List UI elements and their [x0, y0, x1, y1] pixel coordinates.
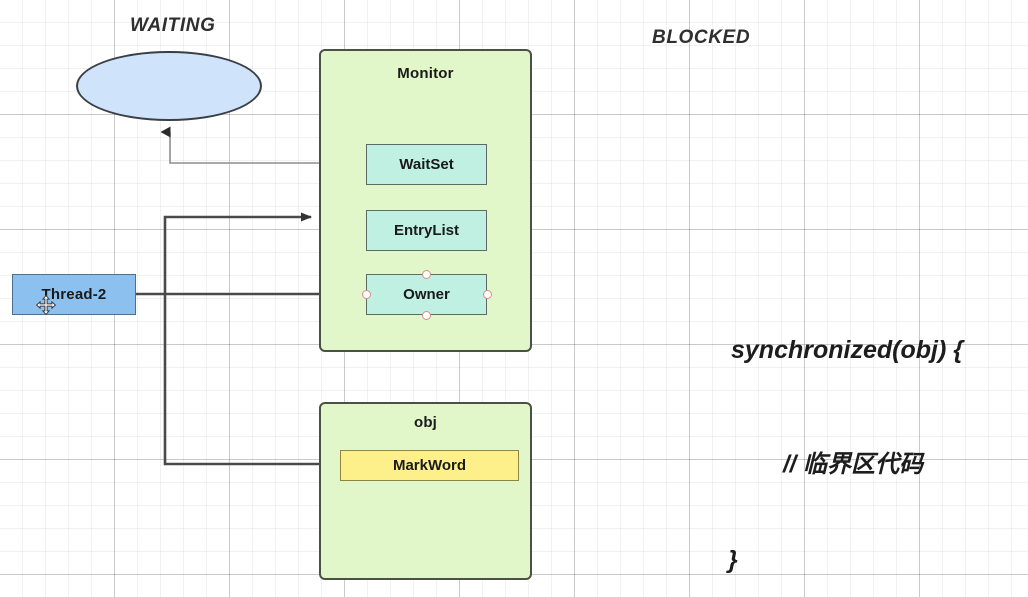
entrylist-box[interactable]: EntryList	[366, 210, 487, 251]
edge-waitset-to-waiting	[160, 126, 366, 164]
waitset-box[interactable]: WaitSet	[366, 144, 487, 185]
monitor-title: Monitor	[397, 65, 454, 82]
code-line-comment: // 临界区代码	[783, 451, 924, 478]
selection-handle-right[interactable]	[482, 289, 492, 299]
edge-thread-to-entrylist	[163, 212, 312, 294]
thread-2-node[interactable]: Thread-2	[12, 274, 136, 315]
selection-handle-left[interactable]	[361, 289, 371, 299]
waiting-state-ellipse[interactable]	[76, 51, 262, 121]
code-line-closing-brace: }	[728, 546, 738, 574]
owner-box[interactable]: Owner	[366, 274, 487, 315]
selection-handle-top[interactable]	[421, 269, 431, 279]
code-line-synchronized: synchronized(obj) {	[731, 336, 963, 364]
markword-box[interactable]: MarkWord	[340, 450, 519, 481]
state-label-waiting: WAITING	[130, 15, 216, 36]
move-cursor	[36, 295, 56, 315]
obj-title: obj	[413, 414, 438, 431]
state-label-blocked: BLOCKED	[652, 27, 751, 48]
obj-container[interactable]: obj	[319, 402, 532, 580]
selection-handle-bottom[interactable]	[421, 310, 431, 320]
edge-thread-to-markword	[163, 294, 345, 466]
